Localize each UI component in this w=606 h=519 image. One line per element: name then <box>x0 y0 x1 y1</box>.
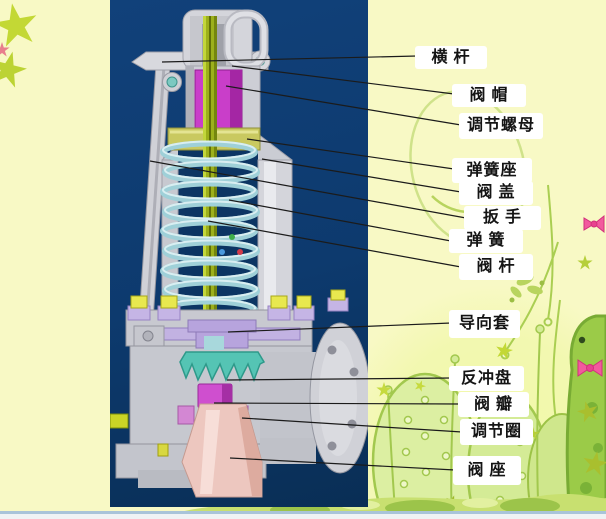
label-cross-bar: 横 杆 <box>415 46 487 69</box>
label-bonnet: 阀 盖 <box>459 181 533 205</box>
valve-adjusting-nut <box>194 69 243 137</box>
valve-cap <box>182 9 269 71</box>
neck-shadow <box>186 66 194 140</box>
valve-outlet-flange <box>309 322 368 474</box>
caterpillar-eye <box>578 336 586 344</box>
valve-recoil-disc <box>179 351 266 383</box>
bow-icon <box>577 359 603 377</box>
label-valve-cap: 阀 帽 <box>452 84 526 107</box>
side-plug <box>110 413 129 429</box>
bow-icon <box>583 214 605 234</box>
label-recoil-disc: 反冲盘 <box>449 366 524 391</box>
label-adjusting-ring: 调节圈 <box>460 419 533 445</box>
label-valve-stem: 阀 杆 <box>459 254 533 280</box>
flange-bolts <box>127 289 349 321</box>
pivot-bolt <box>166 76 178 88</box>
bottom-rule <box>0 511 606 514</box>
valve-cross-section <box>110 9 368 498</box>
label-adjusting-nut: 调节螺母 <box>459 113 543 139</box>
label-spring-seat: 弹簧座 <box>452 158 532 183</box>
valve-image-panel <box>110 0 368 507</box>
valve-guide-sleeve <box>187 319 257 350</box>
label-valve-disc: 阀 瓣 <box>458 392 529 417</box>
label-spring: 弹 簧 <box>449 229 523 253</box>
label-lever: 扳 手 <box>464 206 541 230</box>
label-guide-sleeve: 导向套 <box>449 310 520 338</box>
bottom-margin <box>0 514 606 519</box>
label-valve-seat: 阀 座 <box>453 456 521 485</box>
